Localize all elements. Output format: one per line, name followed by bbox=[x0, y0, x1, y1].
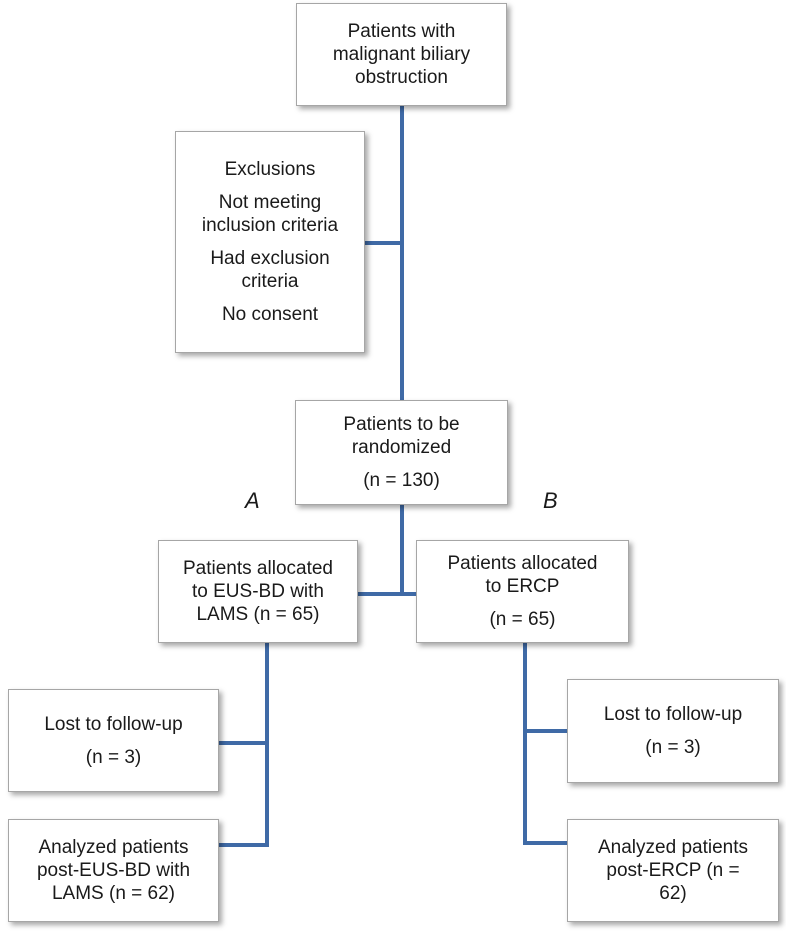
exclusion-item-3: No consent bbox=[222, 303, 318, 326]
analyzed-b-line-1: Analyzed patients bbox=[598, 837, 748, 858]
box-lost-to-follow-up-a: Lost to follow-up (n = 3) bbox=[8, 689, 219, 792]
box-patients-with-obstruction: Patients with malignant biliary obstruct… bbox=[296, 3, 507, 106]
exclusion-item-1-line-2: inclusion criteria bbox=[201, 215, 339, 236]
exclusion-item-3-line-1: No consent bbox=[221, 304, 319, 325]
lost-a-line-1: Lost to follow-up bbox=[44, 713, 183, 735]
arm-b-line-1: Patients allocated bbox=[447, 553, 598, 574]
box-arm-b-allocated: Patients allocated to ERCP (n = 65) bbox=[416, 540, 629, 643]
arm-a-line-3: LAMS (n = 65) bbox=[196, 604, 320, 625]
exclusion-item-1: Not meeting inclusion criteria bbox=[202, 191, 338, 237]
box-analyzed-a: Analyzed patients post-EUS-BD with LAMS … bbox=[8, 819, 219, 922]
exclusion-item-2: Had exclusion criteria bbox=[210, 247, 329, 293]
exclusion-item-2-line-1: Had exclusion bbox=[210, 248, 330, 269]
randomized-line-2: randomized bbox=[351, 437, 452, 458]
analyzed-a-line-1: Analyzed patients bbox=[38, 837, 189, 858]
arm-b-line-2: to ERCP bbox=[485, 576, 560, 597]
analyzed-b-line-3: 62) bbox=[659, 883, 687, 904]
box-lost-to-follow-up-b: Lost to follow-up (n = 3) bbox=[567, 679, 779, 783]
exclusions-title: Exclusions bbox=[224, 159, 316, 180]
exclusion-item-1-line-1: Not meeting bbox=[218, 192, 322, 213]
box-exclusions: Exclusions Not meeting inclusion criteri… bbox=[175, 131, 365, 353]
exclusion-item-2-line-2: criteria bbox=[241, 271, 299, 292]
start-line-3: obstruction bbox=[355, 67, 448, 88]
analyzed-a-line-3: LAMS (n = 62) bbox=[51, 883, 176, 904]
lost-b-count: (n = 3) bbox=[645, 737, 701, 758]
lost-a-count: (n = 3) bbox=[85, 746, 142, 768]
box-arm-a-allocated: Patients allocated to EUS-BD with LAMS (… bbox=[158, 540, 358, 643]
lost-b-line-1: Lost to follow-up bbox=[603, 704, 743, 725]
analyzed-b-line-2: post-ERCP (n = bbox=[606, 860, 740, 881]
box-analyzed-b: Analyzed patients post-ERCP (n = 62) bbox=[567, 819, 779, 922]
analyzed-a-line-2: post-EUS-BD with bbox=[36, 860, 191, 881]
arm-b-count: (n = 65) bbox=[489, 609, 556, 630]
arm-a-line-2: to EUS-BD with bbox=[192, 581, 324, 602]
arm-b-label: B bbox=[543, 488, 558, 513]
start-line-2: malignant biliary bbox=[332, 44, 471, 65]
start-line-1: Patients with bbox=[347, 21, 456, 42]
arm-a-label: A bbox=[245, 488, 260, 513]
arm-a-line-1: Patients allocated bbox=[183, 558, 333, 579]
box-patients-to-be-randomized: Patients to be randomized (n = 130) bbox=[295, 400, 508, 505]
randomized-line-1: Patients to be bbox=[343, 414, 460, 435]
randomized-count: (n = 130) bbox=[363, 470, 440, 491]
